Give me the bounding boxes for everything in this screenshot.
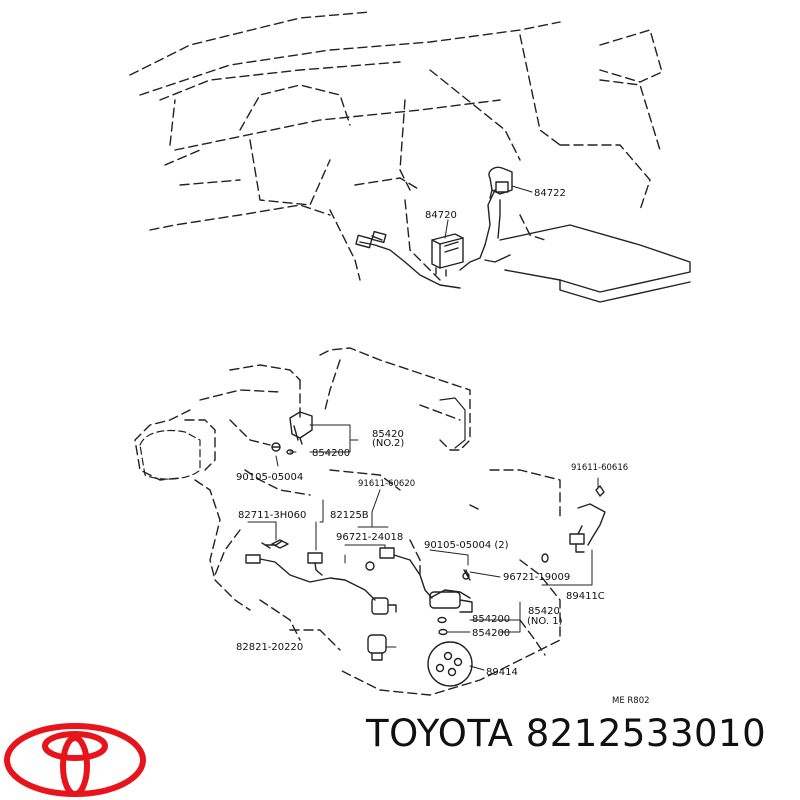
upper-leaders (444, 185, 533, 239)
dashboard-outline (129, 11, 663, 281)
label-96721-24018: 96721-24018 (336, 532, 403, 543)
lower-leaders (247, 424, 599, 671)
harness-left (245, 540, 376, 601)
label-no1: (NO. 1) (527, 616, 563, 627)
label-82821-20220: 82821-20220 (236, 642, 303, 653)
label-91611-60616: 91611-60616 (571, 463, 628, 473)
toyota-logo-icon (4, 723, 146, 797)
label-84722: 84722 (534, 188, 566, 199)
relay-84720 (431, 233, 464, 277)
diagram-code: ME R802 (612, 696, 650, 706)
engine-solid-parts (139, 397, 466, 480)
label-82711-3h060: 82711-3H060 (238, 510, 306, 521)
label-89414: 89414 (486, 667, 518, 678)
harness-right (379, 547, 473, 613)
label-89411c: 89411C (566, 591, 605, 602)
brand-part-number: TOYOTA 8212533010 (366, 712, 767, 755)
part-labels: 84722 84720 85420 (NO.2) 854200 90105-05… (236, 188, 650, 706)
label-no2: (NO.2) (372, 438, 404, 449)
label-854200-top: 854200 (312, 448, 350, 459)
label-91611-60620: 91611-60620 (358, 479, 415, 489)
label-84720: 84720 (425, 210, 457, 221)
distributor-89414 (427, 641, 473, 687)
sensor-84722 (488, 166, 513, 199)
sensor-89411c (541, 485, 606, 563)
label-854200-a: 854200 (472, 614, 510, 625)
engine-outline (134, 347, 561, 696)
label-90105-05004: 90105-05004 (236, 472, 303, 483)
console-shelf (499, 224, 691, 303)
label-82125b: 82125B (330, 510, 369, 521)
small-parts (271, 539, 471, 636)
upper-harness (355, 189, 511, 289)
label-96721-19009: 96721-19009 (503, 572, 570, 583)
label-854200-b: 854200 (472, 628, 510, 639)
sensor-82821 (365, 561, 397, 661)
label-85420-bottom: 85420 (528, 606, 560, 617)
label-90105-05004-2: 90105-05004 (2) (424, 540, 509, 551)
label-85420-top: 85420 (372, 429, 404, 440)
sensor-85420-no2 (271, 411, 313, 455)
